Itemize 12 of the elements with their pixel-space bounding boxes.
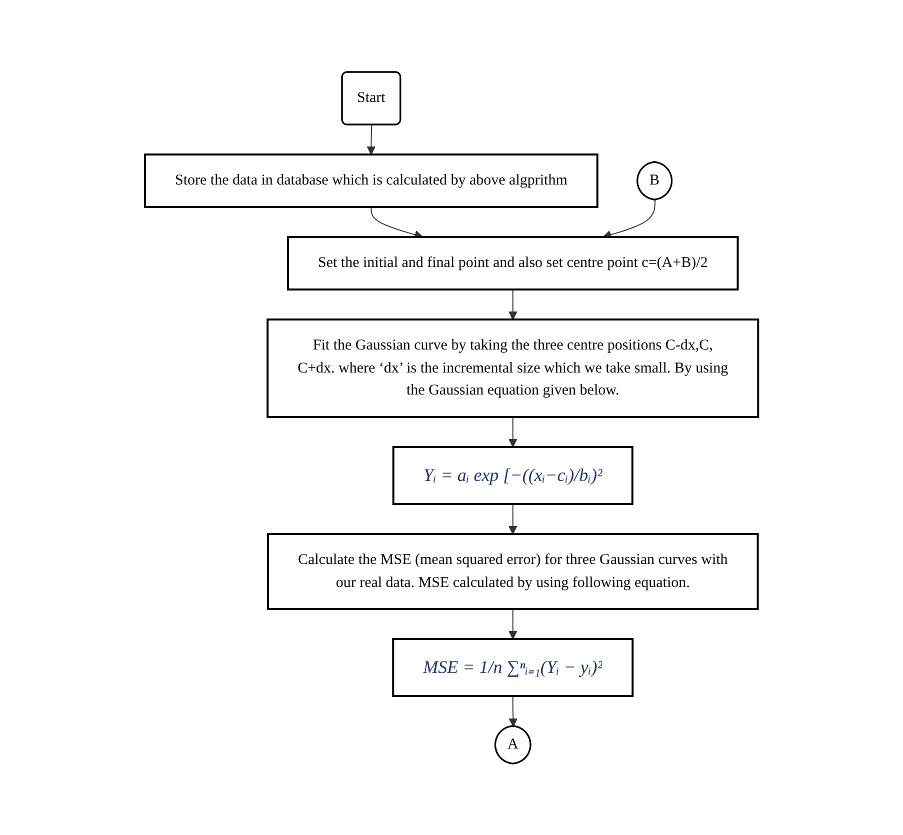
- node-box: Set the initial and final point and also set centre point c=(A+B)/2: [286, 236, 739, 290]
- arrow: [508, 608, 518, 640]
- arrow: [508, 503, 518, 534]
- node-box: Fit the Gaussian curve by taking the three centre positions C-dx,C, C+dx. where ‘dx’ is the incremental size which we take small. By using the Gaussian equation given below.: [266, 318, 760, 418]
- node-box: MSE = 1/n ∑ⁿᵢ₌₁(Yᵢ − yᵢ)²: [392, 638, 634, 697]
- arrow: [366, 124, 376, 155]
- arrow: [508, 288, 518, 320]
- node-box: Calculate the MSE (mean squared error) for three Gaussian curves with our real data. MSE calculated by using following equation.: [266, 532, 759, 610]
- node-box: Yᵢ = aᵢ exp [−((xᵢ−cᵢ)/bᵢ)²: [392, 446, 634, 505]
- node-box: Store the data in database which is calculated by above algprithm: [144, 153, 598, 208]
- arrow: [508, 695, 518, 727]
- arrow: [508, 416, 518, 448]
